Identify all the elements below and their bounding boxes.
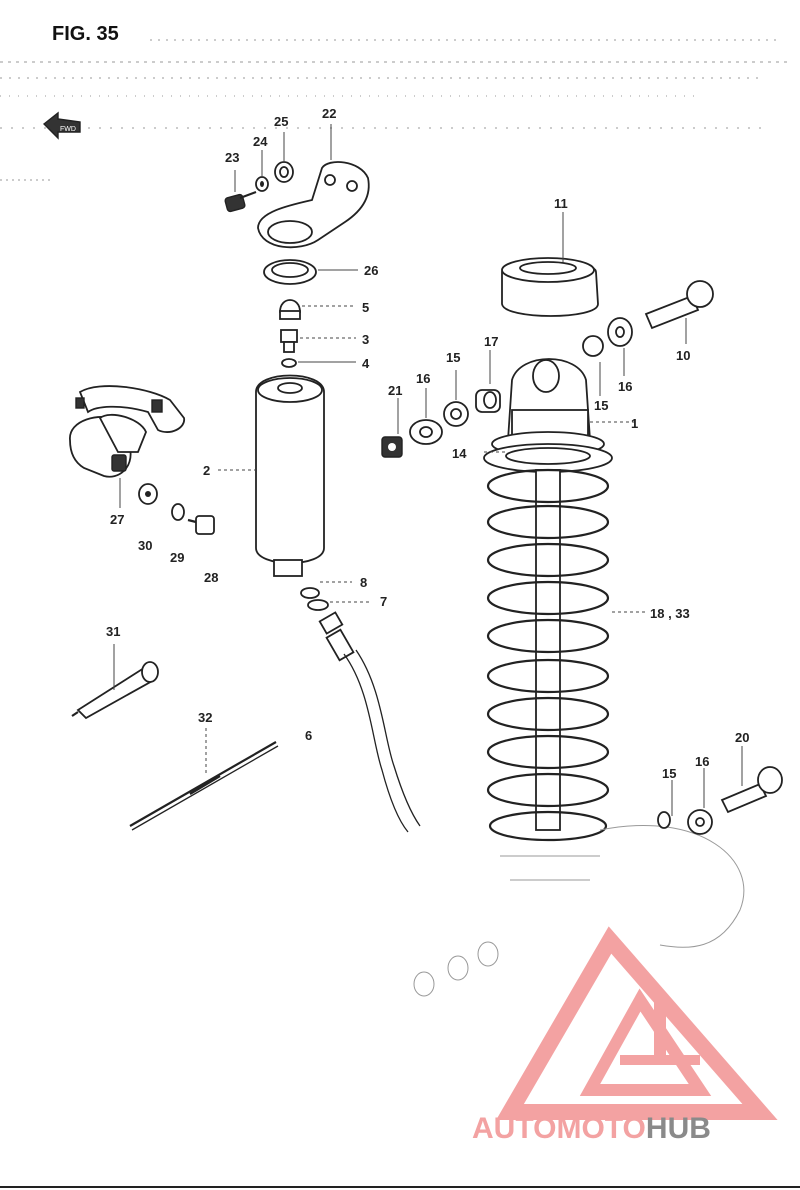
hose-6: [318, 611, 421, 833]
cap-5: [279, 299, 301, 320]
callout-1: 1: [631, 416, 638, 431]
callout-27: 27: [110, 512, 124, 527]
bushing-15a: [443, 401, 469, 427]
callout-14: 14: [452, 446, 467, 461]
callout-15b: 15: [594, 398, 608, 413]
callout-25: 25: [274, 114, 288, 129]
svg-text:FWD: FWD: [60, 126, 76, 133]
pin-31: [71, 661, 159, 720]
washer-25: [274, 161, 294, 183]
callout-16a: 16: [416, 371, 430, 386]
faint-lower-parts: [413, 825, 745, 997]
callout-18-33: 18 , 33: [650, 606, 690, 621]
washer-16b: [607, 317, 633, 347]
callout-4: 4: [362, 356, 370, 371]
callout-15c: 15: [662, 766, 676, 781]
collar-17: [475, 389, 501, 413]
callout-7: 7: [380, 594, 387, 609]
callout-32: 32: [198, 710, 212, 725]
callout-11: 11: [554, 196, 568, 211]
callout-24: 24: [253, 134, 268, 149]
valve-3: [280, 329, 298, 353]
callout-23: 23: [225, 150, 239, 165]
spring-18: [486, 468, 610, 842]
callout-21: 21: [388, 383, 402, 398]
leader-lines: [113, 124, 743, 816]
callout-20: 20: [735, 730, 749, 745]
washer-16c: [687, 809, 713, 835]
shock-shaft: [535, 469, 561, 831]
nut-21: [381, 436, 403, 458]
bolt-23: [224, 190, 257, 213]
upper-mount-bracket: [257, 161, 370, 249]
bushing-15b: [582, 335, 604, 357]
rod-32: [129, 741, 279, 831]
bump-rubber-11: [501, 257, 599, 317]
ring-26: [263, 259, 317, 285]
callout-26: 26: [364, 263, 378, 278]
front-arrow-icon: FWD: [42, 111, 81, 140]
callout-28: 28: [204, 570, 218, 585]
callout-30: 30: [138, 538, 152, 553]
callout-17: 17: [484, 334, 498, 349]
callout-8: 8: [360, 575, 367, 590]
spring-seat-14: [483, 443, 613, 473]
scan-noise: [0, 39, 790, 181]
washer-30: [138, 483, 158, 505]
automotohub-logo: [496, 926, 778, 1120]
callout-3: 3: [362, 332, 369, 347]
callout-31: 31: [106, 624, 120, 639]
bolt-10: [644, 280, 714, 330]
callout-22: 22: [322, 106, 336, 121]
washer-16a: [409, 419, 443, 445]
callout-labels: 1 2 3 4 5 6 7 8 10 11 14 15 15 15 16 16 …: [106, 106, 749, 781]
bushing-15c: [657, 811, 671, 829]
bolt-20: [720, 766, 783, 814]
watermark-text: AUTOMOTOHUB: [472, 1112, 711, 1145]
figure-title: FIG. 35: [52, 23, 119, 45]
callout-10: 10: [676, 348, 690, 363]
callout-2: 2: [203, 463, 210, 478]
callout-6: 6: [305, 728, 312, 743]
shock-body-1: [491, 358, 605, 457]
oring-4: [281, 358, 297, 368]
lockwasher-29: [171, 503, 185, 521]
oring-8: [300, 587, 320, 599]
oring-7: [307, 599, 329, 611]
reservoir-2: [255, 374, 325, 577]
callout-29: 29: [170, 550, 184, 565]
callout-5: 5: [362, 300, 369, 315]
bolt-28: [187, 515, 215, 535]
callout-16c: 16: [695, 754, 709, 769]
callout-16b: 16: [618, 379, 632, 394]
clamp-bracket-27: [69, 385, 185, 478]
callout-15a: 15: [446, 350, 460, 365]
washer-24: [255, 176, 269, 192]
